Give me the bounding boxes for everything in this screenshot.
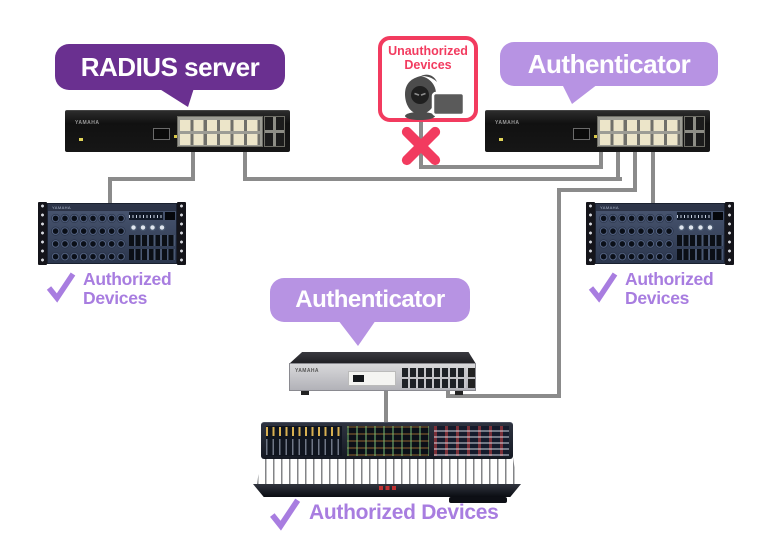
port-panel <box>177 116 263 147</box>
cable-radius-to-authenticator <box>243 149 247 181</box>
cable-radius-to-authenticator <box>243 177 622 181</box>
unauthorized-devices-box: Unauthorized Devices <box>378 36 478 122</box>
rack-top-strip: YAMAHA <box>48 204 176 211</box>
meter-leds <box>129 212 163 220</box>
ethernet-ports-row <box>180 120 260 131</box>
authorized-devices-right: Authorized Devices <box>588 270 738 308</box>
brand-logo: YAMAHA <box>75 120 100 126</box>
power-led <box>79 138 83 141</box>
switch-foot <box>301 391 309 395</box>
console-meter-bridge <box>261 422 513 459</box>
uplink-port <box>153 128 170 140</box>
radius-server-label-text: RADIUS server <box>80 51 260 82</box>
console-fader-deck <box>257 458 517 484</box>
cable-authenticator-to-center-switch <box>557 188 561 398</box>
cable-authenticator-to-center-switch <box>557 188 637 192</box>
authorized-devices-bottom: Authorized Devices <box>268 496 499 532</box>
console-screen-center <box>347 426 429 456</box>
sticker-port-pictogram <box>353 375 364 382</box>
radius-server-label: RADIUS server <box>55 44 285 90</box>
cable-unauthorized-blocked <box>599 149 603 169</box>
cable-radius-to-left-rack <box>108 177 195 181</box>
authenticator-switch-top: YAMAHA <box>485 110 710 152</box>
round-connectors <box>129 223 167 232</box>
mixing-console <box>253 420 521 504</box>
radius-switch: YAMAHA <box>65 110 290 152</box>
console-base <box>253 484 521 497</box>
authenticator-center-label: Authenticator <box>270 278 470 322</box>
check-icon <box>270 498 301 531</box>
authorized-devices-right-text: Authorized Devices <box>625 269 714 308</box>
spy-device-icon <box>405 74 466 120</box>
switch-front-face: YAMAHA <box>289 363 476 391</box>
cable-center-switch-to-console <box>384 390 388 422</box>
ethernet-ports-row <box>402 368 466 377</box>
authenticator-top-label: Authenticator <box>500 42 718 86</box>
sfp-ports <box>264 116 285 147</box>
cable-radius-to-left-rack <box>191 149 195 181</box>
rack-ear <box>177 202 186 265</box>
authorized-devices-left: Authorized Devices <box>46 270 196 308</box>
rack-right-panel <box>129 212 175 263</box>
cable-authenticator-to-center-switch <box>446 394 561 398</box>
ethernet-ports-row <box>180 134 260 145</box>
authenticator-top-bubble-tail <box>562 84 598 104</box>
xlr-connector-grid <box>51 212 126 263</box>
io-rack-left: YAMAHA <box>38 202 186 265</box>
console-leg <box>449 497 507 503</box>
unauthorized-devices-label: Unauthorized Devices <box>388 44 468 72</box>
output-connectors-row <box>129 249 175 260</box>
console-screen-left <box>266 426 342 456</box>
rack-ear <box>725 202 734 265</box>
brand-logo: YAMAHA <box>52 205 71 210</box>
sfp-ports <box>684 116 705 147</box>
ethernet-ports-row <box>402 379 466 388</box>
sfp-ports <box>468 368 475 388</box>
output-connectors-row <box>677 249 723 260</box>
mini-display <box>165 212 175 220</box>
check-icon <box>46 272 76 303</box>
status-led <box>174 135 177 138</box>
rack-ear <box>38 202 47 265</box>
rack-ear <box>586 202 595 265</box>
radius-server-bubble-tail <box>158 88 194 107</box>
rack-body: YAMAHA <box>47 203 177 264</box>
cable-radius-to-authenticator <box>616 149 620 181</box>
xlr-connector-grid <box>599 212 674 263</box>
authenticator-switch-center: YAMAHA <box>287 352 478 395</box>
status-led <box>594 135 597 138</box>
authorized-devices-bottom-text: Authorized Devices <box>309 501 499 524</box>
round-connectors <box>677 223 715 232</box>
rack-right-panel <box>677 212 723 263</box>
output-connectors-row <box>677 235 723 246</box>
brand-logo: YAMAHA <box>495 120 520 126</box>
authenticator-center-label-text: Authenticator <box>295 286 445 313</box>
authenticator-center-bubble-tail <box>338 320 376 346</box>
check-icon <box>588 272 618 303</box>
cable-radius-to-left-rack <box>108 177 112 204</box>
authenticator-top-label-text: Authenticator <box>527 48 691 79</box>
uplink-port <box>573 128 590 140</box>
rack-body: YAMAHA <box>595 203 725 264</box>
ethernet-ports-row <box>600 134 680 145</box>
console-screen-right <box>434 426 509 456</box>
mini-display <box>713 212 723 220</box>
rack-top-strip: YAMAHA <box>596 204 724 211</box>
brand-logo: YAMAHA <box>295 368 319 374</box>
cable-authenticator-to-center-switch <box>633 149 637 192</box>
cable-unauthorized-blocked <box>419 165 603 169</box>
io-rack-right: YAMAHA <box>586 202 734 265</box>
ethernet-ports-row <box>600 120 680 131</box>
port-panel <box>597 116 683 147</box>
meter-leds <box>677 212 711 220</box>
output-connectors-row <box>129 235 175 246</box>
cable-authenticator-to-right-rack <box>651 149 655 204</box>
console-red-leds <box>379 486 396 490</box>
power-led <box>499 138 503 141</box>
switch-top-face <box>289 352 476 364</box>
label-sticker <box>348 371 396 386</box>
authorized-devices-left-text: Authorized Devices <box>83 269 172 308</box>
brand-logo: YAMAHA <box>600 205 619 210</box>
switch-foot <box>455 391 463 395</box>
